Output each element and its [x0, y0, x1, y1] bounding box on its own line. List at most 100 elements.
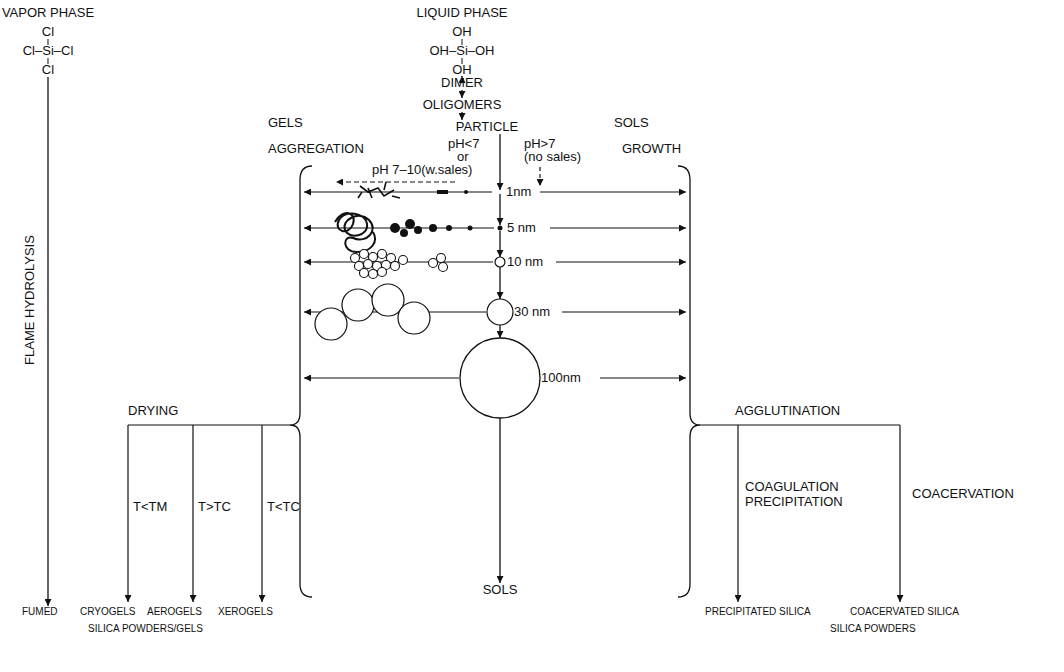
sol-arrow: [562, 311, 686, 312]
stage-label: OLIGOMERS: [423, 98, 502, 112]
product-label: FUMED: [22, 606, 58, 618]
particle: [391, 262, 400, 271]
chemical-formula: OH: [416, 25, 507, 39]
node-text: PARTICLE: [456, 120, 518, 134]
gel-arrow: [304, 377, 459, 378]
particle: [378, 268, 387, 277]
particle: [369, 270, 378, 279]
product-label: CRYOGELS: [80, 606, 135, 618]
gel-network-1nm: [358, 182, 468, 198]
process-label: AGGREGATION: [268, 142, 364, 156]
vapor-phase-precursor: VAPOR PHASEClCl–Si–ClCl: [2, 6, 94, 77]
gel-network: [335, 213, 375, 252]
particle-dot: [429, 224, 437, 232]
particle: [398, 302, 430, 334]
sol-arrow: [540, 191, 686, 192]
stage-label: DIMER: [441, 76, 483, 90]
oligomer-dash: [437, 190, 448, 194]
node-text: SOLS: [483, 583, 518, 597]
condition-label: T<TM: [133, 500, 167, 514]
condition-label: T<TC: [267, 500, 300, 514]
particle-5nm: [498, 226, 503, 231]
sols-brace: [678, 166, 700, 597]
flow-arrow: [47, 77, 48, 606]
flow-arrow: [499, 134, 500, 190]
drying-branch: [261, 425, 262, 602]
condition-label: pH>7: [524, 137, 555, 151]
particle-dot: [446, 225, 452, 231]
particle: [437, 254, 446, 263]
node-text: VAPOR PHASE: [2, 6, 94, 20]
particle-dot: [405, 219, 415, 229]
node-text: DIMER: [441, 76, 483, 90]
particle: [342, 289, 374, 321]
condition-label: pH<7: [448, 137, 479, 151]
sol-arrow: [600, 377, 686, 378]
flow-arrow: [499, 418, 500, 583]
node-text: 10 nm: [507, 255, 543, 269]
flow-arrow: [461, 90, 462, 98]
chemical-formula: OH–Si–OH: [416, 44, 507, 58]
condition-label: pH 7–10(w.sales): [372, 163, 472, 177]
agglutination-branch: [899, 425, 900, 602]
particle: [315, 308, 347, 340]
size-label: 1nm: [497, 190, 531, 194]
gel-arrow: [304, 191, 492, 192]
particle-dot: [414, 226, 422, 234]
particle-dot: [400, 229, 408, 237]
flow-arrow: [461, 112, 462, 120]
particle: [429, 259, 438, 268]
node-text: OLIGOMERS: [423, 98, 502, 112]
chemical-formula: Cl–Si–Cl: [2, 44, 94, 58]
drying-branch: [192, 425, 193, 602]
branch-lines: [128, 425, 900, 602]
node-text: LIQUID PHASE: [416, 6, 507, 20]
group-heading: GELS: [268, 116, 303, 130]
particle: [360, 269, 369, 278]
process-label: PRECIPITATION: [745, 495, 843, 509]
process-label: COAGULATION: [745, 480, 839, 494]
size-label: 5 nm: [497, 225, 536, 231]
product-label: XEROGELS: [218, 606, 273, 618]
gel-network: [358, 182, 400, 198]
particle-30nm: [487, 299, 513, 325]
chemical-bonds: [48, 39, 462, 64]
agglutination-branch: [737, 425, 738, 602]
group-heading: SOLS: [614, 116, 649, 130]
node-text: XEROGELS: [218, 606, 273, 618]
condition-label: or: [457, 150, 469, 164]
flow-arrow: [499, 231, 500, 257]
sol-arrow: [550, 227, 686, 228]
gel-network-30nm: [315, 284, 430, 340]
sol-arrow: [556, 261, 686, 262]
particle: [439, 263, 448, 272]
gel-network-10nm: [351, 250, 448, 279]
process-label: GROWTH: [622, 142, 681, 156]
drying-branch: [127, 425, 128, 602]
group-label: SILICA POWDERS/GELS: [88, 622, 203, 636]
flow-arrow: [499, 267, 500, 299]
particle-dot: [390, 223, 400, 233]
node-text: 100nm: [541, 371, 581, 385]
node-text: COACERVATED SILICA: [850, 606, 959, 618]
agglutination-line: [700, 424, 900, 425]
process-label: COACERVATION: [912, 487, 1014, 501]
particle-10nm: [495, 257, 505, 267]
condition-label: T>TC: [198, 500, 231, 514]
node-text: CRYOGELS: [80, 606, 135, 618]
monomer-dot: [464, 190, 468, 194]
flow-arrow: [499, 194, 500, 225]
product-label: SOLS: [483, 583, 518, 597]
braces: [290, 166, 700, 597]
particle: [399, 256, 408, 265]
gels-brace: [290, 166, 312, 597]
group-label: SILICA POWDERS: [830, 622, 916, 636]
size-label: 10 nm: [497, 257, 543, 267]
stage-label: PARTICLE: [456, 120, 518, 134]
node-text: 5 nm: [507, 221, 536, 235]
flow-arrow: [499, 325, 500, 338]
condition-label: (no sales): [524, 150, 581, 164]
product-label: PRECIPITATED SILICA: [705, 606, 811, 618]
node-text: 1nm: [506, 185, 531, 199]
